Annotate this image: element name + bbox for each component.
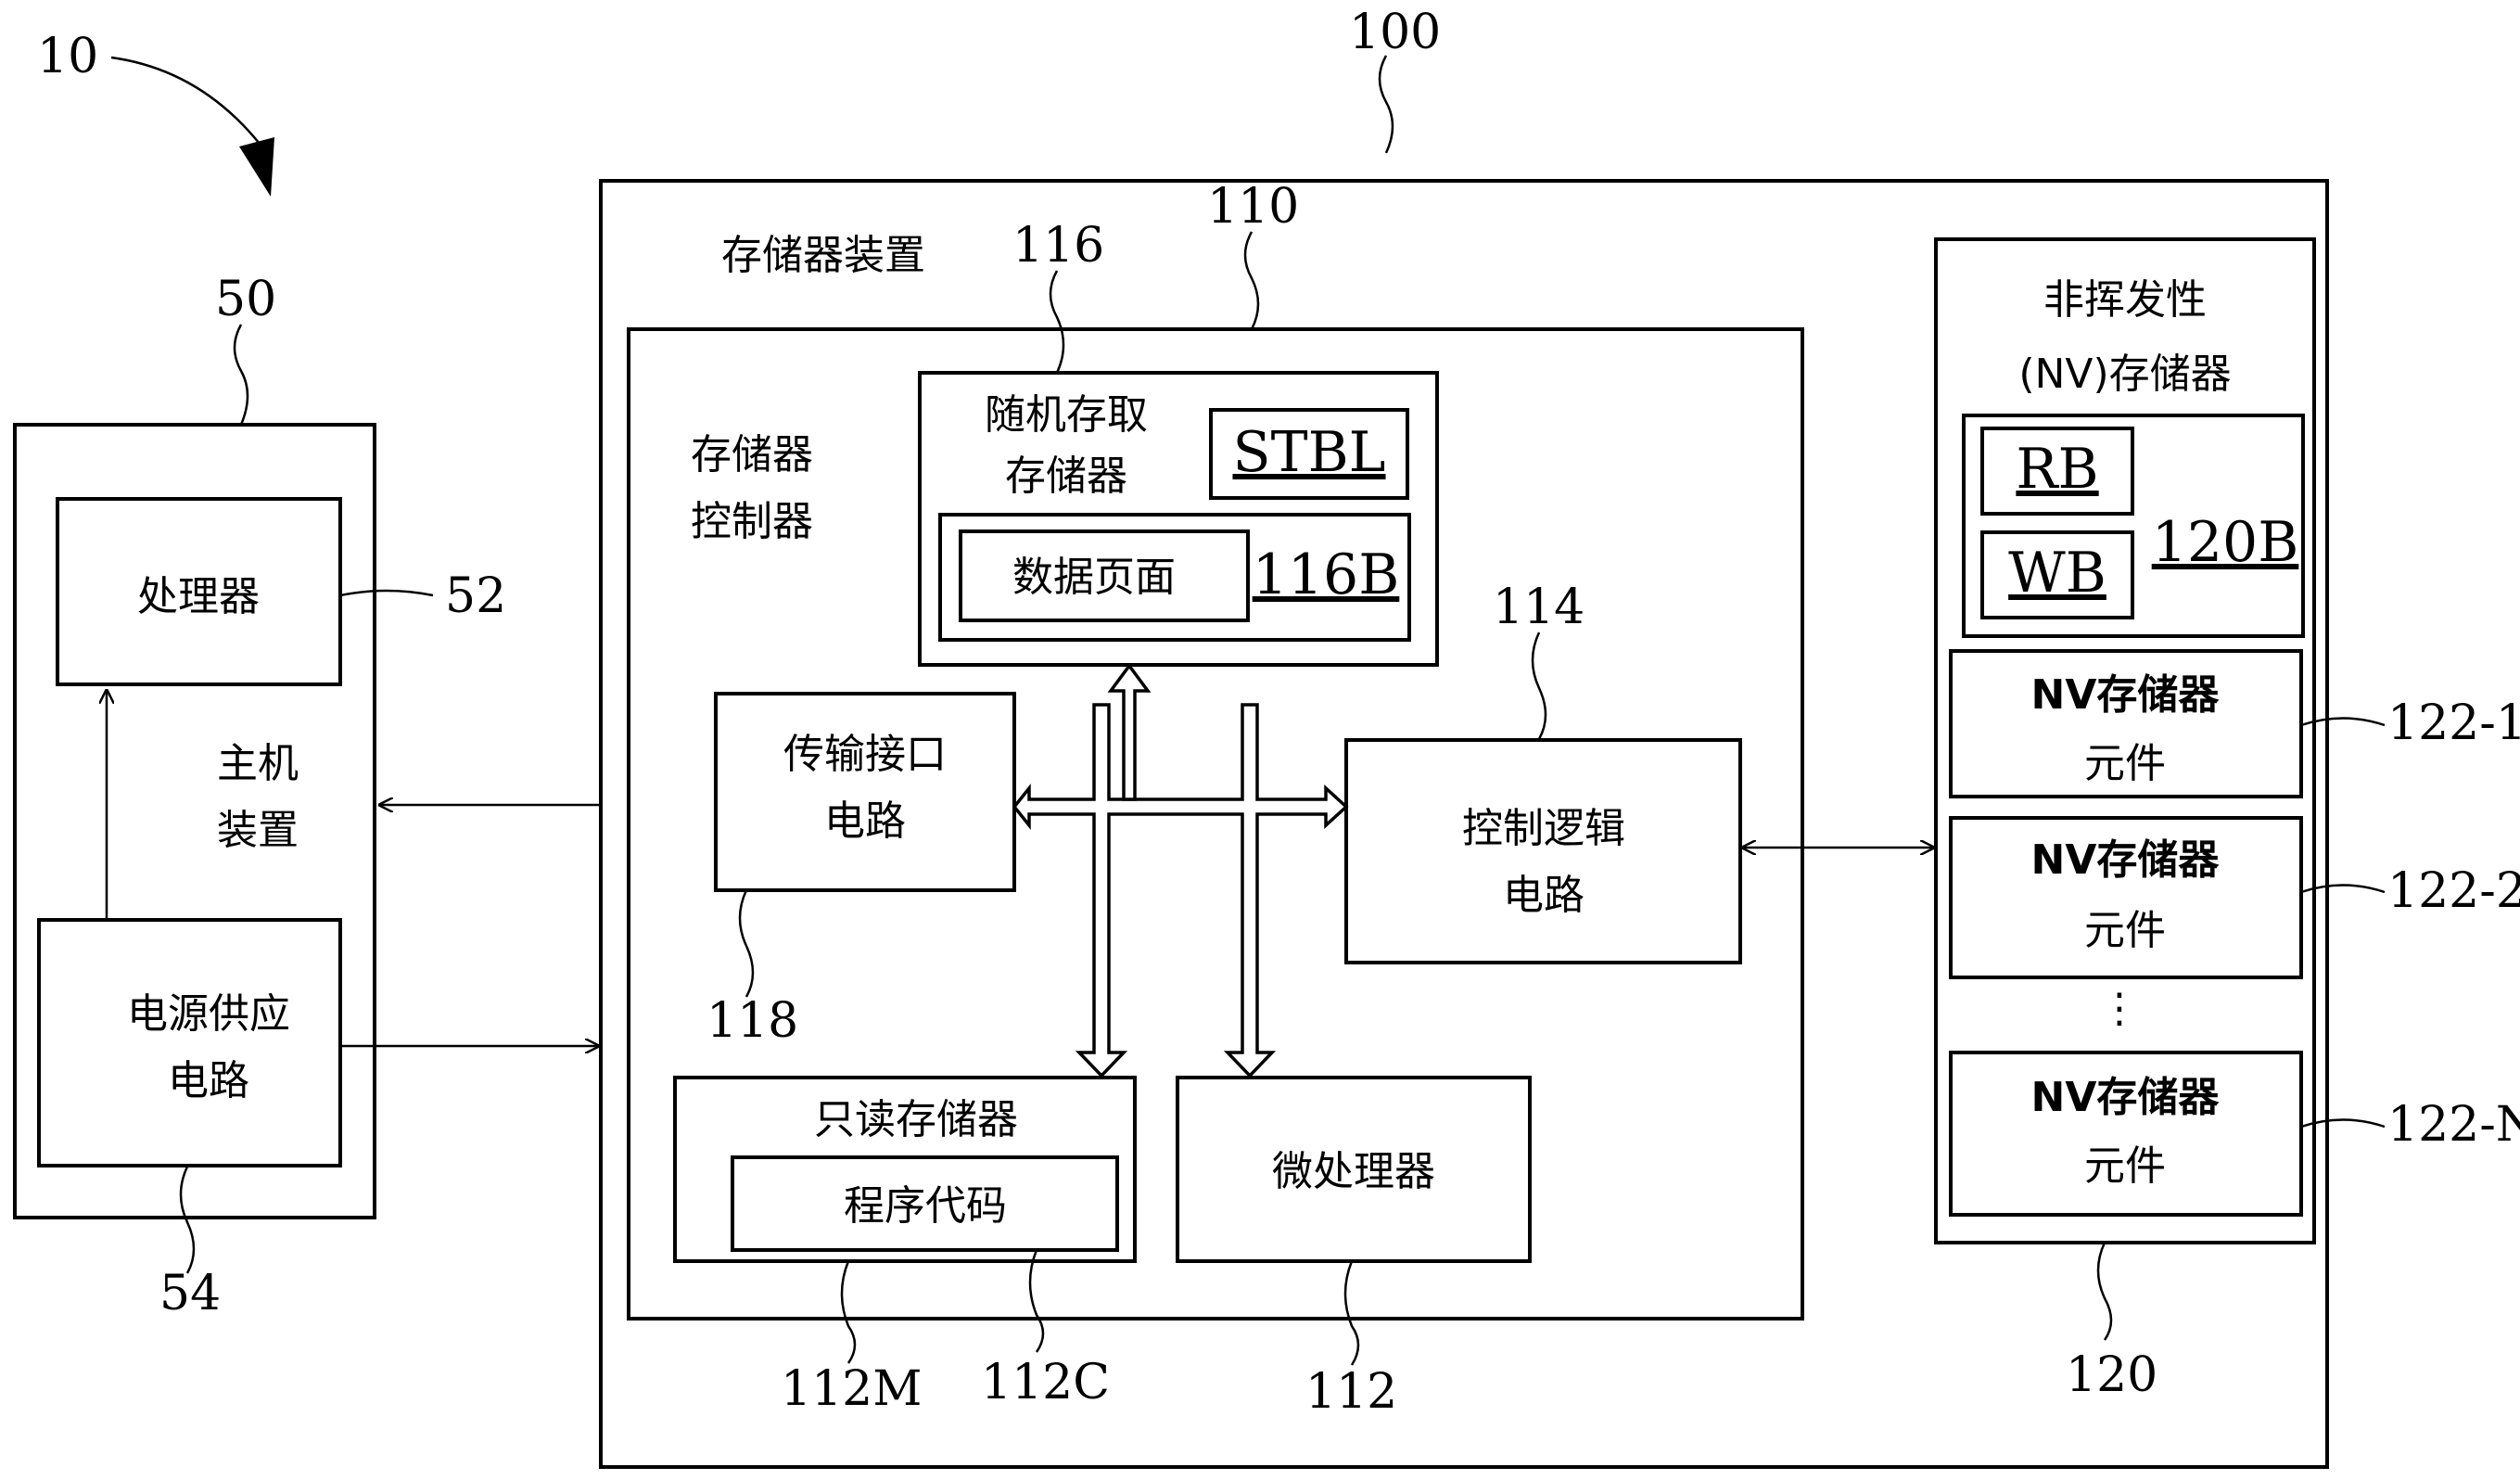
host-label-2: 装置 <box>217 807 299 854</box>
lead-element-1 <box>2300 717 2386 727</box>
nv-element-2-label-1: NV存储器 <box>2031 836 2221 884</box>
lead-transfer <box>738 889 755 998</box>
data-page-label: 数据页面 <box>1012 554 1176 601</box>
rb-label: RB <box>2016 437 2098 502</box>
stbl-box <box>1209 408 1409 500</box>
ram-sub-label: 116B <box>1253 542 1400 607</box>
lead-logic <box>1531 632 1547 740</box>
nv-label-2: (NV)存储器 <box>2018 351 2231 398</box>
ref-rom: 112M <box>781 1361 923 1417</box>
nv-label-1: 非挥发性 <box>2043 276 2207 324</box>
ram-label-1: 随机存取 <box>985 391 1148 439</box>
lead-power <box>179 1166 196 1274</box>
ram-label-2: 存储器 <box>1005 453 1127 500</box>
wb-box <box>1980 530 2134 619</box>
nv-element-1-box <box>1949 649 2303 798</box>
controller-label-1: 存储器 <box>691 431 813 478</box>
lead-nv <box>2096 1242 2113 1341</box>
ref-prog: 112C <box>981 1355 1110 1410</box>
lead-device <box>1378 55 1394 154</box>
ref-micro: 112 <box>1305 1364 1397 1420</box>
program-code-box <box>731 1155 1119 1252</box>
transfer-interface-box <box>714 692 1016 892</box>
wb-label: WB <box>2008 541 2106 606</box>
power-label-1: 电源供应 <box>127 990 290 1038</box>
microprocessor-label: 微处理器 <box>1272 1148 1435 1195</box>
internal-bus <box>1012 663 1349 1078</box>
ref-controller: 110 <box>1207 179 1299 235</box>
microprocessor-box <box>1176 1076 1532 1263</box>
nv-element-ellipsis: ⋮ <box>2099 985 2140 1032</box>
nv-element-1-label-1: NV存储器 <box>2031 671 2221 719</box>
lead-element-2 <box>2300 884 2386 894</box>
logic-label-1: 控制逻辑 <box>1462 805 1625 852</box>
nv-element-n-label-1: NV存储器 <box>2031 1074 2221 1121</box>
ref-ram: 116 <box>1012 218 1104 274</box>
processor-box <box>56 497 342 686</box>
stbl-label: STBL <box>1232 420 1385 485</box>
control-logic-box <box>1344 738 1742 964</box>
logic-label-2: 电路 <box>1503 872 1585 919</box>
ref-element-n: 122-N <box>2387 1097 2520 1153</box>
program-code-label: 程序代码 <box>844 1182 1007 1230</box>
power-supply-box <box>37 918 342 1167</box>
nv-element-2-box <box>1949 816 2303 979</box>
nv-element-2-label-2: 元件 <box>2084 907 2166 954</box>
system-curve-arrow <box>110 56 261 145</box>
device-label: 存储器装置 <box>721 232 925 279</box>
rom-label: 只读存储器 <box>814 1096 1018 1143</box>
lead-processor <box>339 589 434 597</box>
nv-element-n-box <box>1949 1051 2303 1217</box>
nv-element-n-label-2: 元件 <box>2084 1142 2166 1190</box>
lead-prog <box>1028 1249 1045 1353</box>
system-arrowhead <box>239 137 274 197</box>
power-label-2: 电路 <box>168 1057 249 1104</box>
transfer-label-2: 电路 <box>824 797 906 845</box>
host-label-1: 主机 <box>217 740 299 787</box>
ref-transfer: 118 <box>706 993 798 1049</box>
lead-ram <box>1049 270 1065 374</box>
ref-system: 10 <box>37 29 98 84</box>
transfer-label-1: 传输接口 <box>783 731 947 778</box>
ref-nv: 120 <box>2066 1347 2157 1403</box>
ref-device: 100 <box>1349 5 1441 60</box>
ref-power: 54 <box>159 1266 221 1321</box>
lead-element-n <box>2300 1118 2386 1129</box>
controller-label-2: 控制器 <box>691 498 813 545</box>
data-page-box <box>959 529 1250 622</box>
ref-element-2: 122-2 <box>2387 863 2520 919</box>
nv-sub-label: 120B <box>2152 510 2299 575</box>
rb-box <box>1980 427 2134 516</box>
ref-logic: 114 <box>1493 580 1585 635</box>
nv-element-1-label-2: 元件 <box>2084 740 2166 787</box>
ref-host: 50 <box>215 272 276 327</box>
lead-controller <box>1243 231 1260 330</box>
lead-host <box>233 324 249 426</box>
lead-micro <box>1343 1260 1360 1366</box>
ref-processor: 52 <box>445 568 506 624</box>
ref-element-1: 122-1 <box>2387 695 2520 751</box>
lead-rom <box>840 1260 857 1364</box>
processor-label: 处理器 <box>137 573 260 620</box>
